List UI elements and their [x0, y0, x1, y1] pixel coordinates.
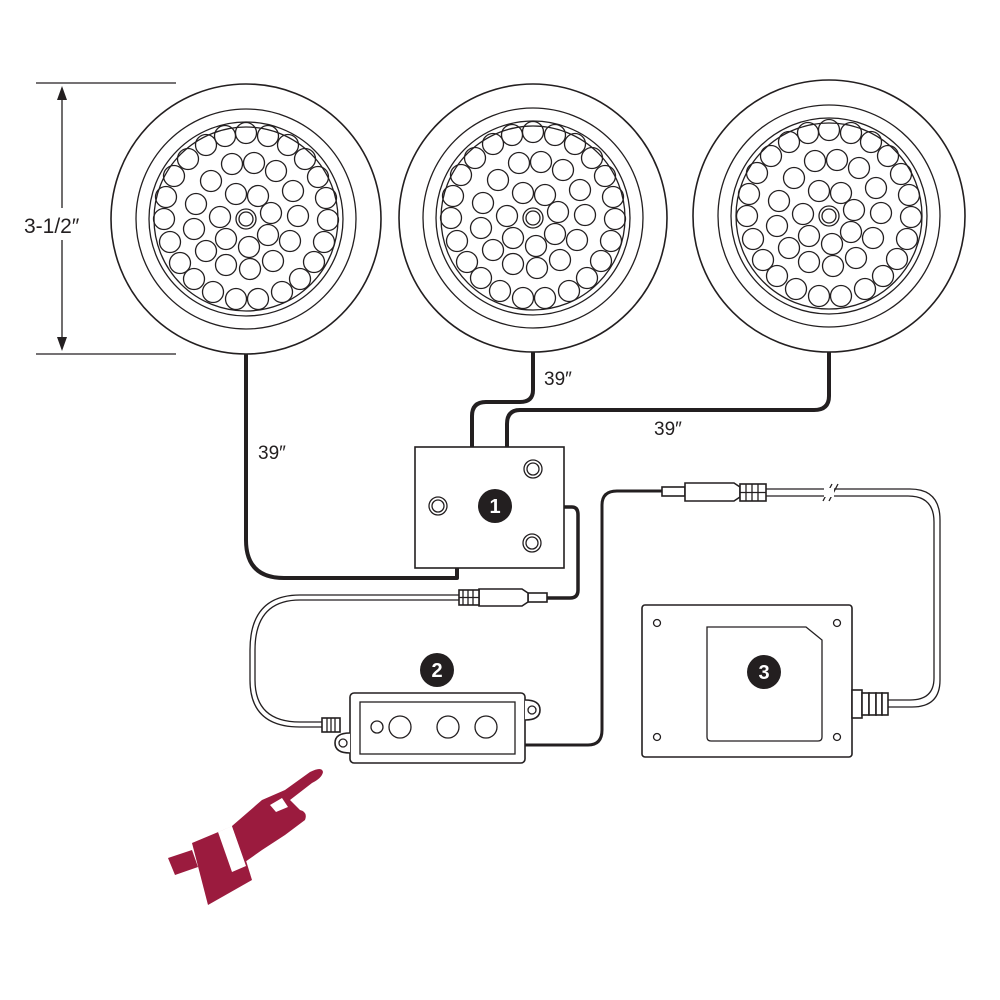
svg-text:1: 1: [489, 496, 500, 518]
svg-text:2: 2: [431, 660, 442, 682]
svg-text:3: 3: [758, 662, 769, 684]
cable-length-label-3: 39″: [654, 419, 682, 440]
badge-1: [478, 489, 512, 523]
dimension-label: 3-1/2″: [24, 215, 80, 238]
cable-length-label-1: 39″: [258, 443, 286, 464]
puck-light-1: [110, 83, 382, 355]
junction-box: 1: [414, 446, 565, 569]
pointing-hand-icon: [168, 769, 323, 905]
cable-light-2: [470, 352, 535, 448]
puck-light-2: [398, 83, 668, 353]
cable-light-1: [244, 354, 459, 580]
puck-light-3: [692, 79, 966, 353]
cable-light-3: [505, 352, 831, 448]
junction-output-connector: [458, 588, 548, 607]
badge-2: [420, 653, 454, 687]
dimension-indicator: 3-1/2″: [24, 82, 176, 355]
control-switch: 2: [321, 653, 541, 764]
cable-length-label-2: 39″: [544, 369, 572, 390]
power-supply: 3: [641, 604, 889, 758]
badge-3: [747, 655, 781, 689]
power-supply-connector: [661, 482, 767, 502]
